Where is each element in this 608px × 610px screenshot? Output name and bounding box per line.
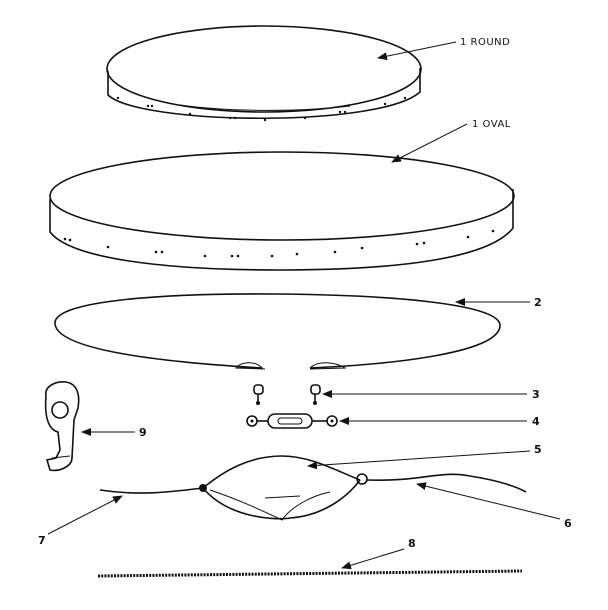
label-round: 1 ROUND <box>460 37 510 48</box>
round-cushion <box>106 25 422 122</box>
leader-5 <box>307 450 531 470</box>
part-8-bead-chain <box>97 569 523 578</box>
part-6-cord <box>366 473 527 493</box>
label-2: 2 <box>534 296 542 309</box>
label-9: 9 <box>139 426 147 439</box>
rope-assembly <box>99 455 527 521</box>
part-4-turnbuckle <box>246 413 338 429</box>
label-8: 8 <box>408 537 416 550</box>
leader-6 <box>416 482 561 520</box>
part-2-cover <box>54 293 501 370</box>
label-7: 7 <box>38 534 46 547</box>
part-7-cord <box>99 487 204 494</box>
leader-8 <box>341 548 405 570</box>
leader-round <box>377 41 457 61</box>
label-oval: 1 OVAL <box>472 119 511 130</box>
label-3: 3 <box>532 388 540 401</box>
leader-oval <box>391 123 468 163</box>
oval-cushion <box>49 151 515 271</box>
leader-7 <box>47 495 123 535</box>
label-6: 6 <box>564 517 572 530</box>
part-9-bracket <box>44 381 80 472</box>
label-4: 4 <box>532 415 540 428</box>
part-5-loop <box>202 455 361 489</box>
part-3-clips <box>253 384 321 405</box>
label-5: 5 <box>534 443 542 456</box>
